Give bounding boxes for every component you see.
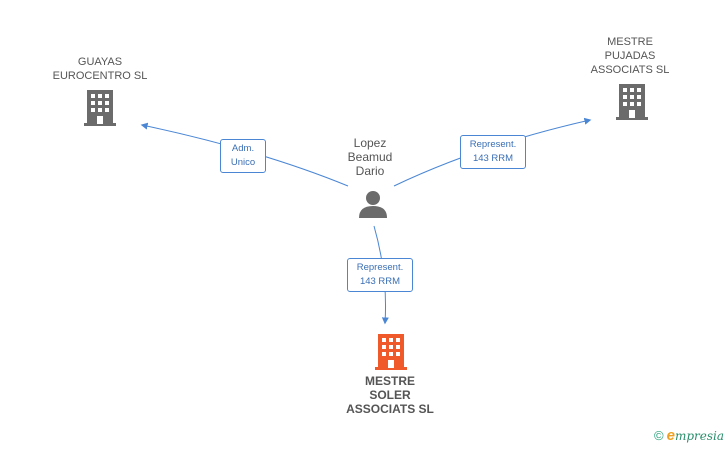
person-name-line: Lopez — [353, 136, 387, 150]
edge-label-line: 143 RRM — [472, 153, 514, 164]
brand-logo-text: mpresia — [674, 429, 724, 443]
edge-label-line: Represent. — [469, 139, 517, 150]
person-label[interactable]: Lopez Beamud Dario — [330, 136, 410, 178]
brand-footer[interactable]: ©empresia — [654, 427, 724, 444]
company-name-line: EUROCENTRO SL — [52, 70, 148, 82]
company-name-line: SOLER — [369, 388, 411, 402]
building-icon[interactable] — [84, 90, 116, 126]
company-name-line: GUAYAS — [77, 56, 123, 68]
edge-label-line: Unico — [230, 157, 256, 168]
company-label-mestre-pujadas[interactable]: MESTRE PUJADAS ASSOCIATS SL — [574, 35, 686, 77]
person-icon[interactable] — [358, 190, 388, 218]
company-name-line: MESTRE — [607, 36, 653, 48]
person-name-line: Beamud — [347, 150, 393, 164]
edge-label-line: 143 RRM — [359, 276, 401, 287]
brand-logo-initial: e — [666, 427, 675, 444]
company-label-mestre-soler[interactable]: MESTRE SOLER ASSOCIATS SL — [330, 374, 450, 416]
person-name-line: Dario — [355, 164, 385, 178]
company-label-guayas[interactable]: GUAYAS EUROCENTRO SL — [38, 55, 162, 83]
copyright-symbol: © — [654, 428, 664, 443]
company-name-line: PUJADAS — [604, 50, 656, 62]
company-name-line: MESTRE — [364, 374, 415, 388]
building-icon[interactable] — [616, 84, 648, 120]
edge-label-mestre-pujadas[interactable]: Represent. 143 RRM — [460, 135, 526, 169]
company-name-line: ASSOCIATS SL — [346, 402, 434, 416]
edge-label-guayas[interactable]: Adm. Unico — [220, 139, 266, 173]
edge-label-mestre-soler[interactable]: Represent. 143 RRM — [347, 258, 413, 292]
building-icon-highlighted[interactable] — [375, 334, 407, 370]
company-name-line: ASSOCIATS SL — [590, 64, 670, 76]
edge-label-line: Adm. — [231, 143, 255, 154]
edge-label-line: Represent. — [356, 262, 404, 273]
